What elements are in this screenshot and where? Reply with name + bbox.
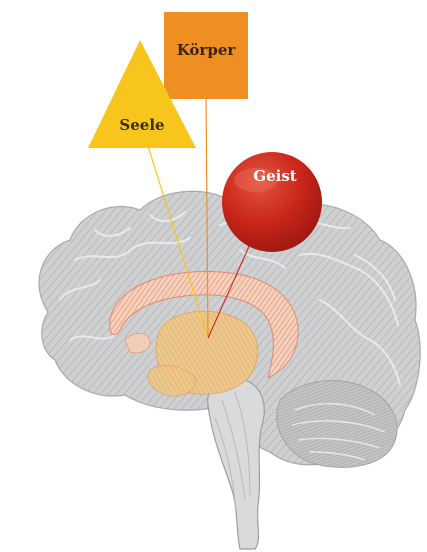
koerper-label: Körper — [177, 41, 236, 59]
brainstem — [208, 378, 265, 549]
geist-label: Geist — [253, 167, 296, 185]
brain-illustration — [39, 190, 420, 549]
fornix — [125, 333, 150, 353]
seele-label: Seele — [119, 116, 164, 134]
